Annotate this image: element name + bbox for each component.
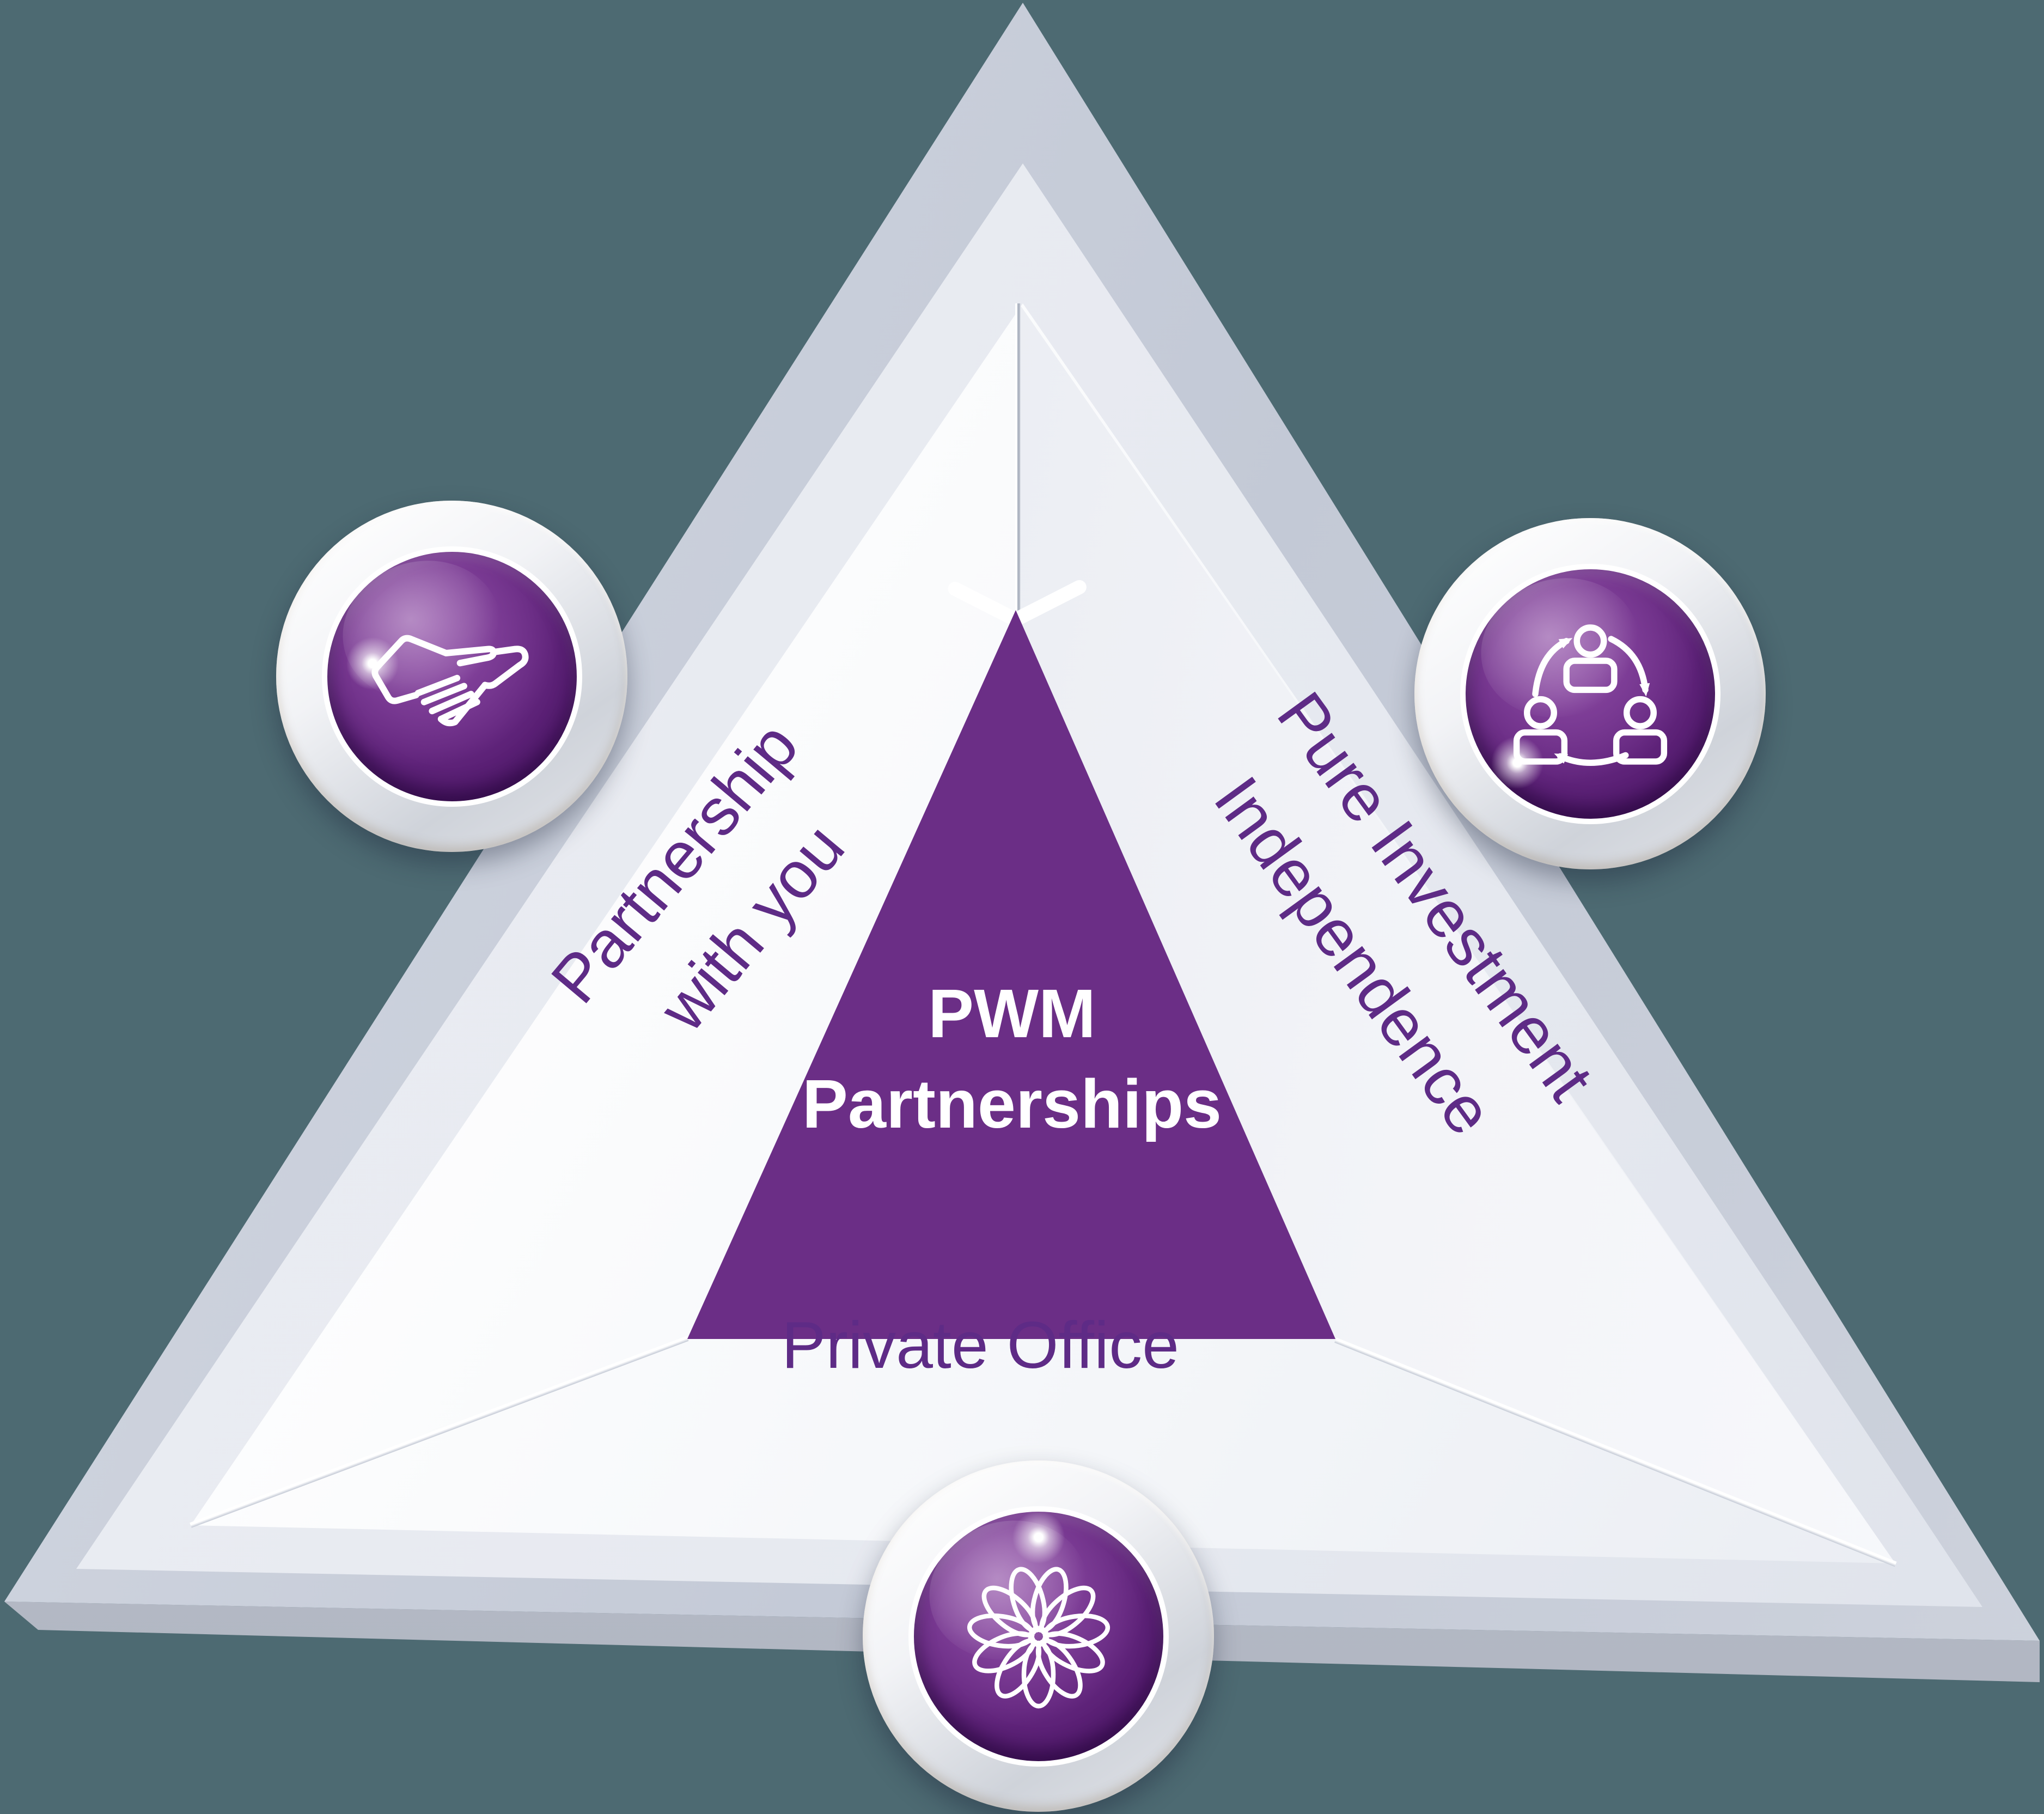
- handshake-icon: [371, 635, 529, 726]
- seam-top: [1015, 303, 1021, 614]
- core-title-line1: PWM: [928, 975, 1096, 1052]
- badge-partnership: [276, 501, 627, 852]
- people-cycle-icon: [1513, 624, 1667, 766]
- label-private-office: Private Office: [781, 1308, 1180, 1382]
- core-title-line2: Partnerships: [802, 1066, 1222, 1143]
- lens-flare: [1008, 1507, 1069, 1567]
- badge-independence: [1414, 518, 1766, 869]
- lens-flare: [342, 633, 402, 693]
- badge-private-office: [863, 1460, 1214, 1812]
- core-title: PWM Partnerships: [794, 969, 1230, 1150]
- purple-button: [908, 1502, 1169, 1767]
- purple-button: [1460, 559, 1720, 824]
- purple-button: [321, 542, 582, 807]
- flower-icon: [967, 1566, 1110, 1708]
